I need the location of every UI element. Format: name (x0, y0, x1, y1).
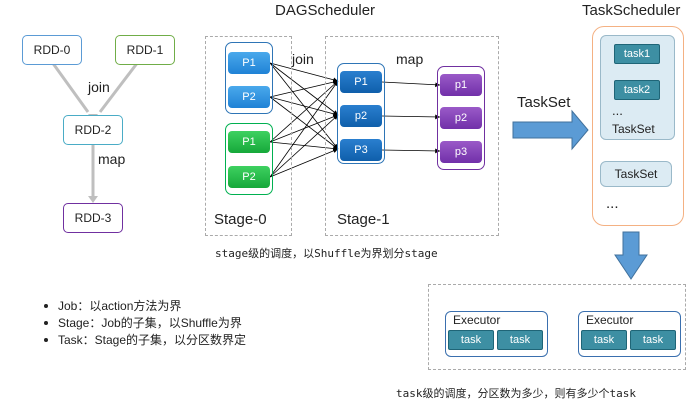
stage0-blue-rdd (225, 42, 273, 114)
executor-1-task-2: task (497, 330, 543, 350)
dag-scheduler-title: DAGScheduler (275, 2, 376, 19)
stage-caption: stage级的调度，以Shuffle为界划分stage (215, 247, 438, 260)
map-label-left: map (98, 151, 126, 167)
bullet-job: Job：以action方法为界 (44, 297, 246, 314)
rdd-0-node: RDD-0 (22, 35, 82, 65)
executors-box (428, 284, 686, 370)
task-scheduler-title: TaskScheduler (582, 2, 681, 19)
stage0-green-rdd (225, 123, 273, 195)
join-label-left: join (88, 79, 110, 95)
down-arrow (614, 231, 648, 280)
stage1-joined-rdd (337, 63, 385, 164)
taskset-arrow (512, 109, 589, 151)
scheduler-task-ellipsis: ... (612, 103, 623, 118)
stage1-purple-p3: p3 (440, 141, 482, 163)
rdd-3-node: RDD-3 (63, 203, 123, 233)
stage-1-label: Stage-1 (337, 211, 390, 228)
bullet-task-text: Task：Stage的子集，以分区数界定 (58, 333, 247, 347)
shuffle-lines (269, 62, 339, 178)
scheduler-task-1: task1 (614, 44, 660, 64)
scheduler-task-2: task2 (614, 80, 660, 100)
stage1-mid-p2: p2 (340, 105, 382, 127)
stage-1-box (325, 36, 499, 236)
taskset-box: TaskSet (600, 161, 672, 187)
rdd-1-node: RDD-1 (115, 35, 175, 65)
stage0-blue-p2: P2 (228, 86, 270, 108)
definition-list: Job：以action方法为界 Stage：Job的子集，以Shuffle为界 … (44, 297, 246, 348)
scheduler-bottom-ellipsis: ... (606, 195, 619, 212)
join-label-dag: join (292, 51, 314, 67)
executor-2-task-1: task (581, 330, 627, 350)
stage0-blue-p1: P1 (228, 52, 270, 74)
stage0-green-p2: P2 (228, 166, 270, 188)
map-label-dag: map (396, 51, 424, 67)
taskset-arrow-label: TaskSet (517, 94, 571, 111)
rdd-2-node: RDD-2 (63, 115, 123, 145)
executor-1-task-1: task (448, 330, 494, 350)
lineage-line-rdd0 (50, 61, 90, 113)
stage-0-box (205, 36, 292, 236)
stage0-green-p1: P1 (228, 131, 270, 153)
lineage-arrowhead-map (88, 196, 98, 203)
executor-1-label: Executor (453, 313, 501, 327)
stage1-purple-p2: p2 (440, 107, 482, 129)
bullet-task: Task：Stage的子集，以分区数界定 (44, 331, 246, 348)
taskset-group-label: TaskSet (612, 122, 655, 136)
executor-2-label: Executor (586, 313, 634, 327)
stage-0-label: Stage-0 (214, 211, 267, 228)
map-lines (381, 81, 441, 154)
executor-2-task-2: task (630, 330, 676, 350)
bullet-stage-text: Stage：Job的子集，以Shuffle为界 (58, 316, 242, 330)
bullet-job-text: Job：以action方法为界 (58, 299, 182, 313)
stage1-mid-p3: P3 (340, 139, 382, 161)
stage1-mapped-rdd (437, 66, 485, 170)
stage1-purple-p1: p1 (440, 74, 482, 96)
stage1-mid-p1: P1 (340, 71, 382, 93)
bullet-stage: Stage：Job的子集，以Shuffle为界 (44, 314, 246, 331)
lineage-line-rdd1 (98, 61, 140, 113)
executor-caption: task级的调度，分区数为多少，则有多少个task (396, 387, 636, 400)
